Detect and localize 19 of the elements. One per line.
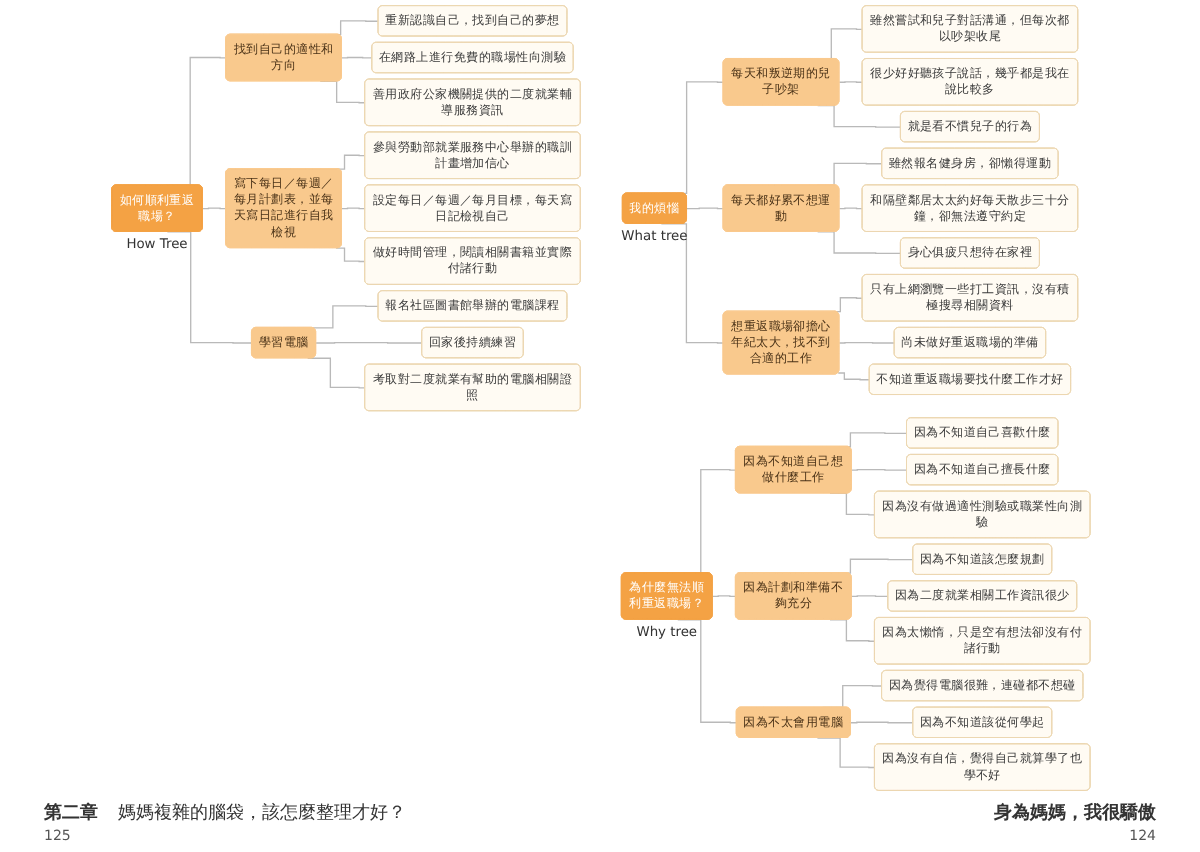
connector: [311, 305, 379, 329]
connector: [711, 595, 736, 598]
connector: [836, 372, 870, 381]
book-section-title: 身為媽媽，我很驕傲: [994, 800, 1156, 826]
connector: [201, 207, 226, 210]
connector: [837, 207, 863, 210]
connector: [849, 721, 913, 724]
connector: [850, 468, 907, 471]
connector: [837, 81, 863, 83]
chapter-title: 媽媽複雜的腦袋，該怎麼整理才好？: [118, 801, 406, 826]
connector: [340, 207, 365, 210]
connector: [837, 341, 895, 344]
connector: [685, 207, 724, 210]
connector: [334, 154, 365, 170]
connector: [850, 595, 889, 598]
connector: [314, 341, 422, 344]
chapter-label: 第二章: [44, 800, 98, 826]
connector: [334, 247, 365, 263]
connector: [340, 56, 373, 59]
